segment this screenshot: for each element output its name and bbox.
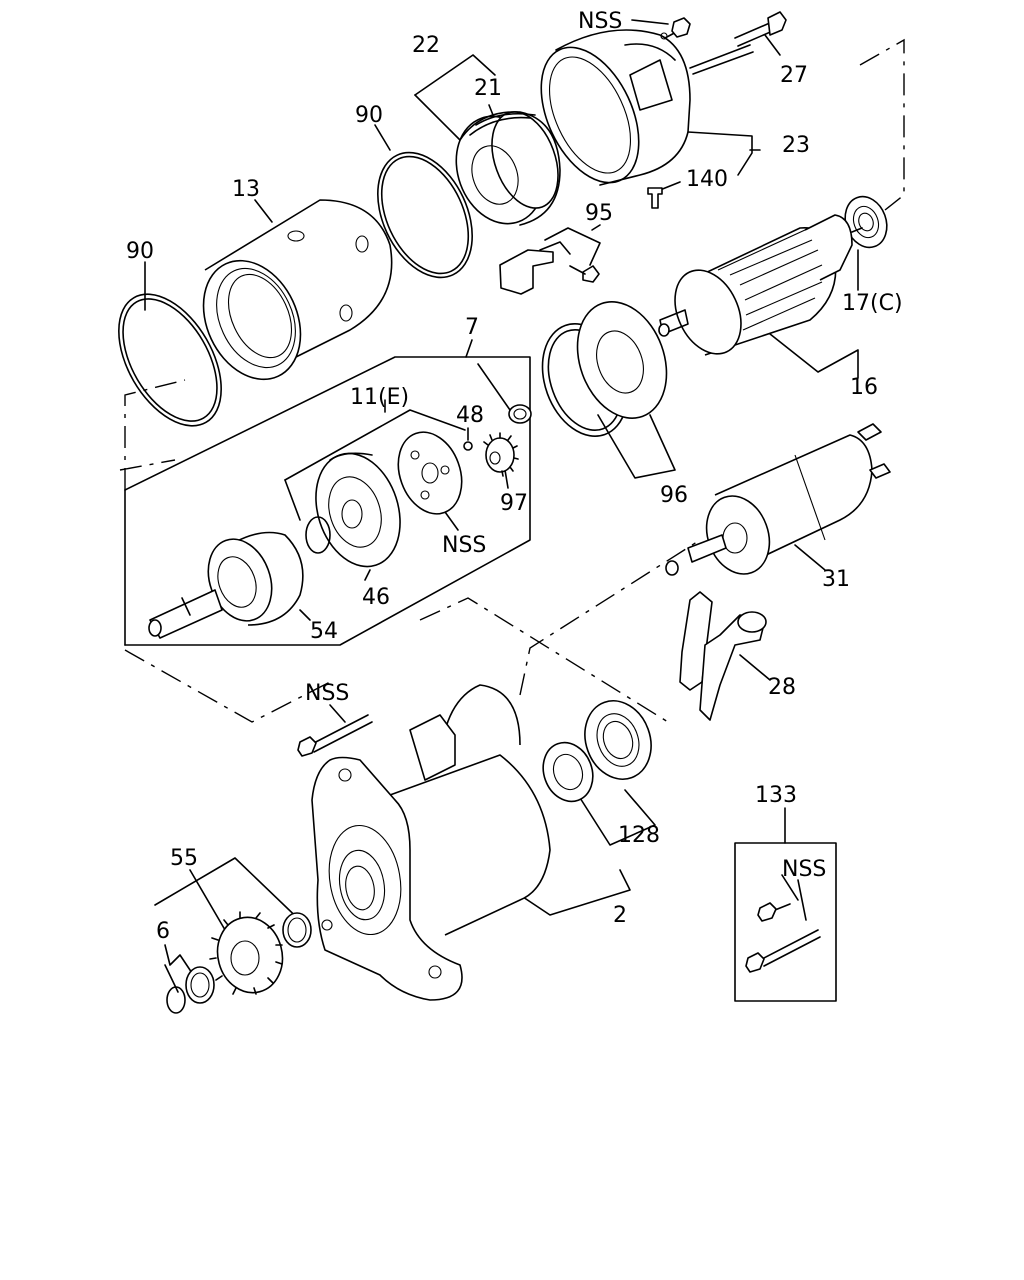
part-48-ball (463, 441, 473, 451)
label-128: 128 (618, 823, 660, 848)
part-55-washer (282, 912, 312, 948)
part-95-brush (499, 241, 600, 295)
part-nss-screw-top (660, 17, 691, 40)
part-16-armature (658, 214, 863, 356)
label-nss-bolt: NSS (305, 681, 349, 706)
label-7: 7 (465, 315, 479, 340)
label-6: 6 (156, 919, 170, 944)
part-2-front-housing (311, 684, 551, 1001)
part-27-through-bolt (689, 11, 787, 75)
label-140: 140 (686, 167, 728, 192)
label-nss-box: NSS (782, 857, 826, 882)
label-21: 21 (474, 76, 502, 101)
part-nss-bolt-mid (297, 714, 373, 757)
label-22: 22 (412, 33, 440, 58)
part-shim-washer (305, 516, 331, 554)
label-13: 13 (232, 177, 260, 202)
label-28: 28 (768, 675, 796, 700)
label-31: 31 (822, 567, 850, 592)
part-96-rings (541, 301, 668, 437)
part-97-gear (483, 432, 519, 477)
part-31-solenoid (665, 423, 891, 576)
part-17c-bearing (844, 195, 888, 249)
part-23-end-cover (540, 29, 691, 186)
leader-lines (119, 19, 905, 1002)
part-13-yoke (202, 199, 393, 381)
part-54-pinion-shaft (148, 531, 304, 639)
part-11e-planet-carrier (397, 431, 463, 515)
label-97: 97 (500, 491, 528, 516)
label-2: 2 (613, 903, 627, 928)
part-21-brush-holder (455, 111, 561, 226)
part-7-cap (508, 404, 532, 424)
part-133-bolt-set (745, 902, 821, 973)
label-27: 27 (780, 63, 808, 88)
part-55-pinion-gear (209, 911, 284, 995)
part-46-internal-gear (315, 452, 401, 568)
label-90-upper: 90 (355, 103, 383, 128)
label-48: 48 (456, 403, 484, 428)
part-90-o-ring-lower (118, 293, 222, 427)
label-nss-mid: NSS (442, 533, 486, 558)
part-140-rivet (647, 187, 663, 209)
label-90-lower: 90 (126, 239, 154, 264)
label-96: 96 (660, 483, 688, 508)
label-17c: 17(C) (842, 291, 903, 316)
part-90-o-ring-upper (377, 151, 473, 279)
part-6-stop-ring (166, 966, 215, 1014)
label-16: 16 (850, 375, 878, 400)
part-28-shift-lever (679, 591, 767, 721)
label-54: 54 (310, 619, 338, 644)
label-nss-top: NSS (578, 9, 622, 34)
label-95: 95 (585, 201, 613, 226)
label-46: 46 (362, 585, 390, 610)
label-23: 23 (782, 133, 810, 158)
part-128-bearing (542, 700, 652, 803)
label-133: 133 (755, 783, 797, 808)
part-labels: NSS 27 22 21 90 23 140 13 95 90 17(C) 7 … (126, 9, 903, 944)
label-55: 55 (170, 846, 198, 871)
label-11e: 11(E) (350, 385, 409, 410)
